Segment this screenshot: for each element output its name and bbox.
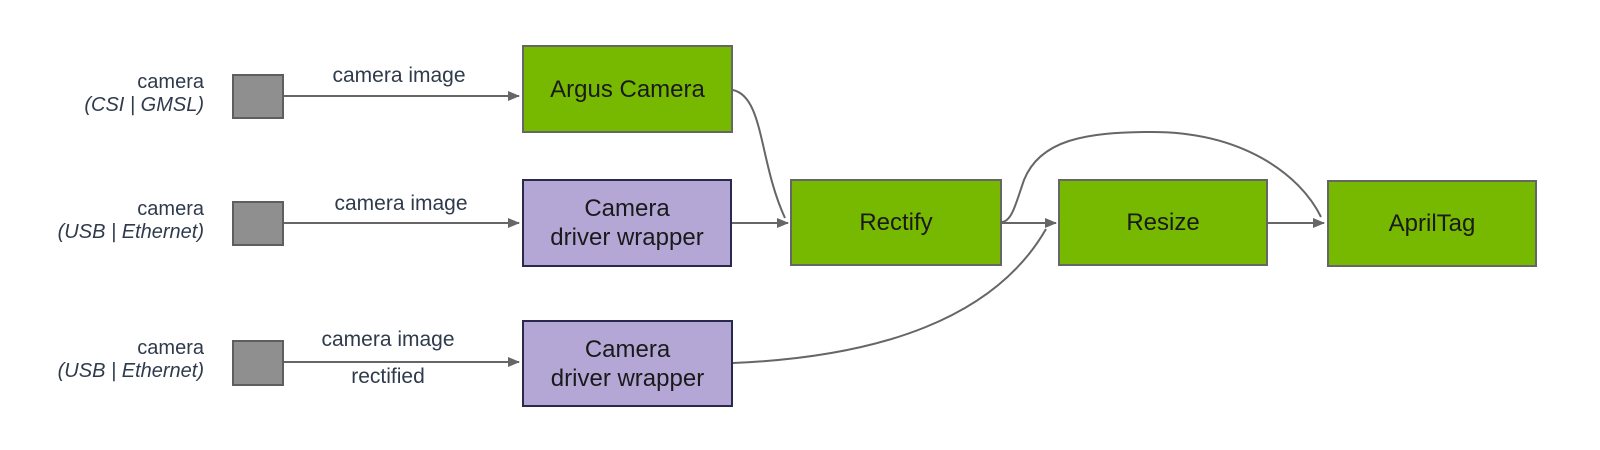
camera-source-square-3 — [232, 340, 284, 386]
node-resize: Resize — [1058, 179, 1268, 266]
edge-label-rectified: rectified — [351, 365, 425, 388]
edge-wrapper2-to-resize — [732, 228, 1047, 364]
node-rectify: Rectify — [790, 179, 1002, 266]
source-label-type: (USB | Ethernet) — [57, 221, 204, 243]
node-argus-camera: Argus Camera — [522, 45, 733, 133]
camera-source-label-3: camera (USB | Ethernet) — [0, 337, 204, 383]
edge-argus-to-rectify — [732, 89, 786, 219]
camera-source-label-1: camera (CSI | GMSL) — [0, 71, 204, 117]
node-camera-driver-wrapper-2: Camera driver wrapper — [522, 320, 733, 407]
source-label-name: camera — [137, 337, 204, 359]
source-label-name: camera — [137, 198, 204, 220]
node-camera-driver-wrapper-1: Camera driver wrapper — [522, 179, 732, 267]
edge-rectify-to-apriltag-arc — [1001, 130, 1322, 223]
camera-source-label-2: camera (USB | Ethernet) — [0, 198, 204, 244]
source-label-name: camera — [137, 71, 204, 93]
camera-source-square-2 — [232, 201, 284, 246]
edge-label-camera-image-3: camera image — [321, 328, 455, 351]
node-apriltag: AprilTag — [1327, 180, 1537, 267]
source-label-type: (USB | Ethernet) — [57, 360, 204, 382]
source-label-type: (CSI | GMSL) — [84, 94, 204, 116]
edge-label-camera-image-1: camera image — [332, 64, 466, 87]
camera-source-square-1 — [232, 74, 284, 119]
edge-label-camera-image-2: camera image — [334, 192, 468, 215]
